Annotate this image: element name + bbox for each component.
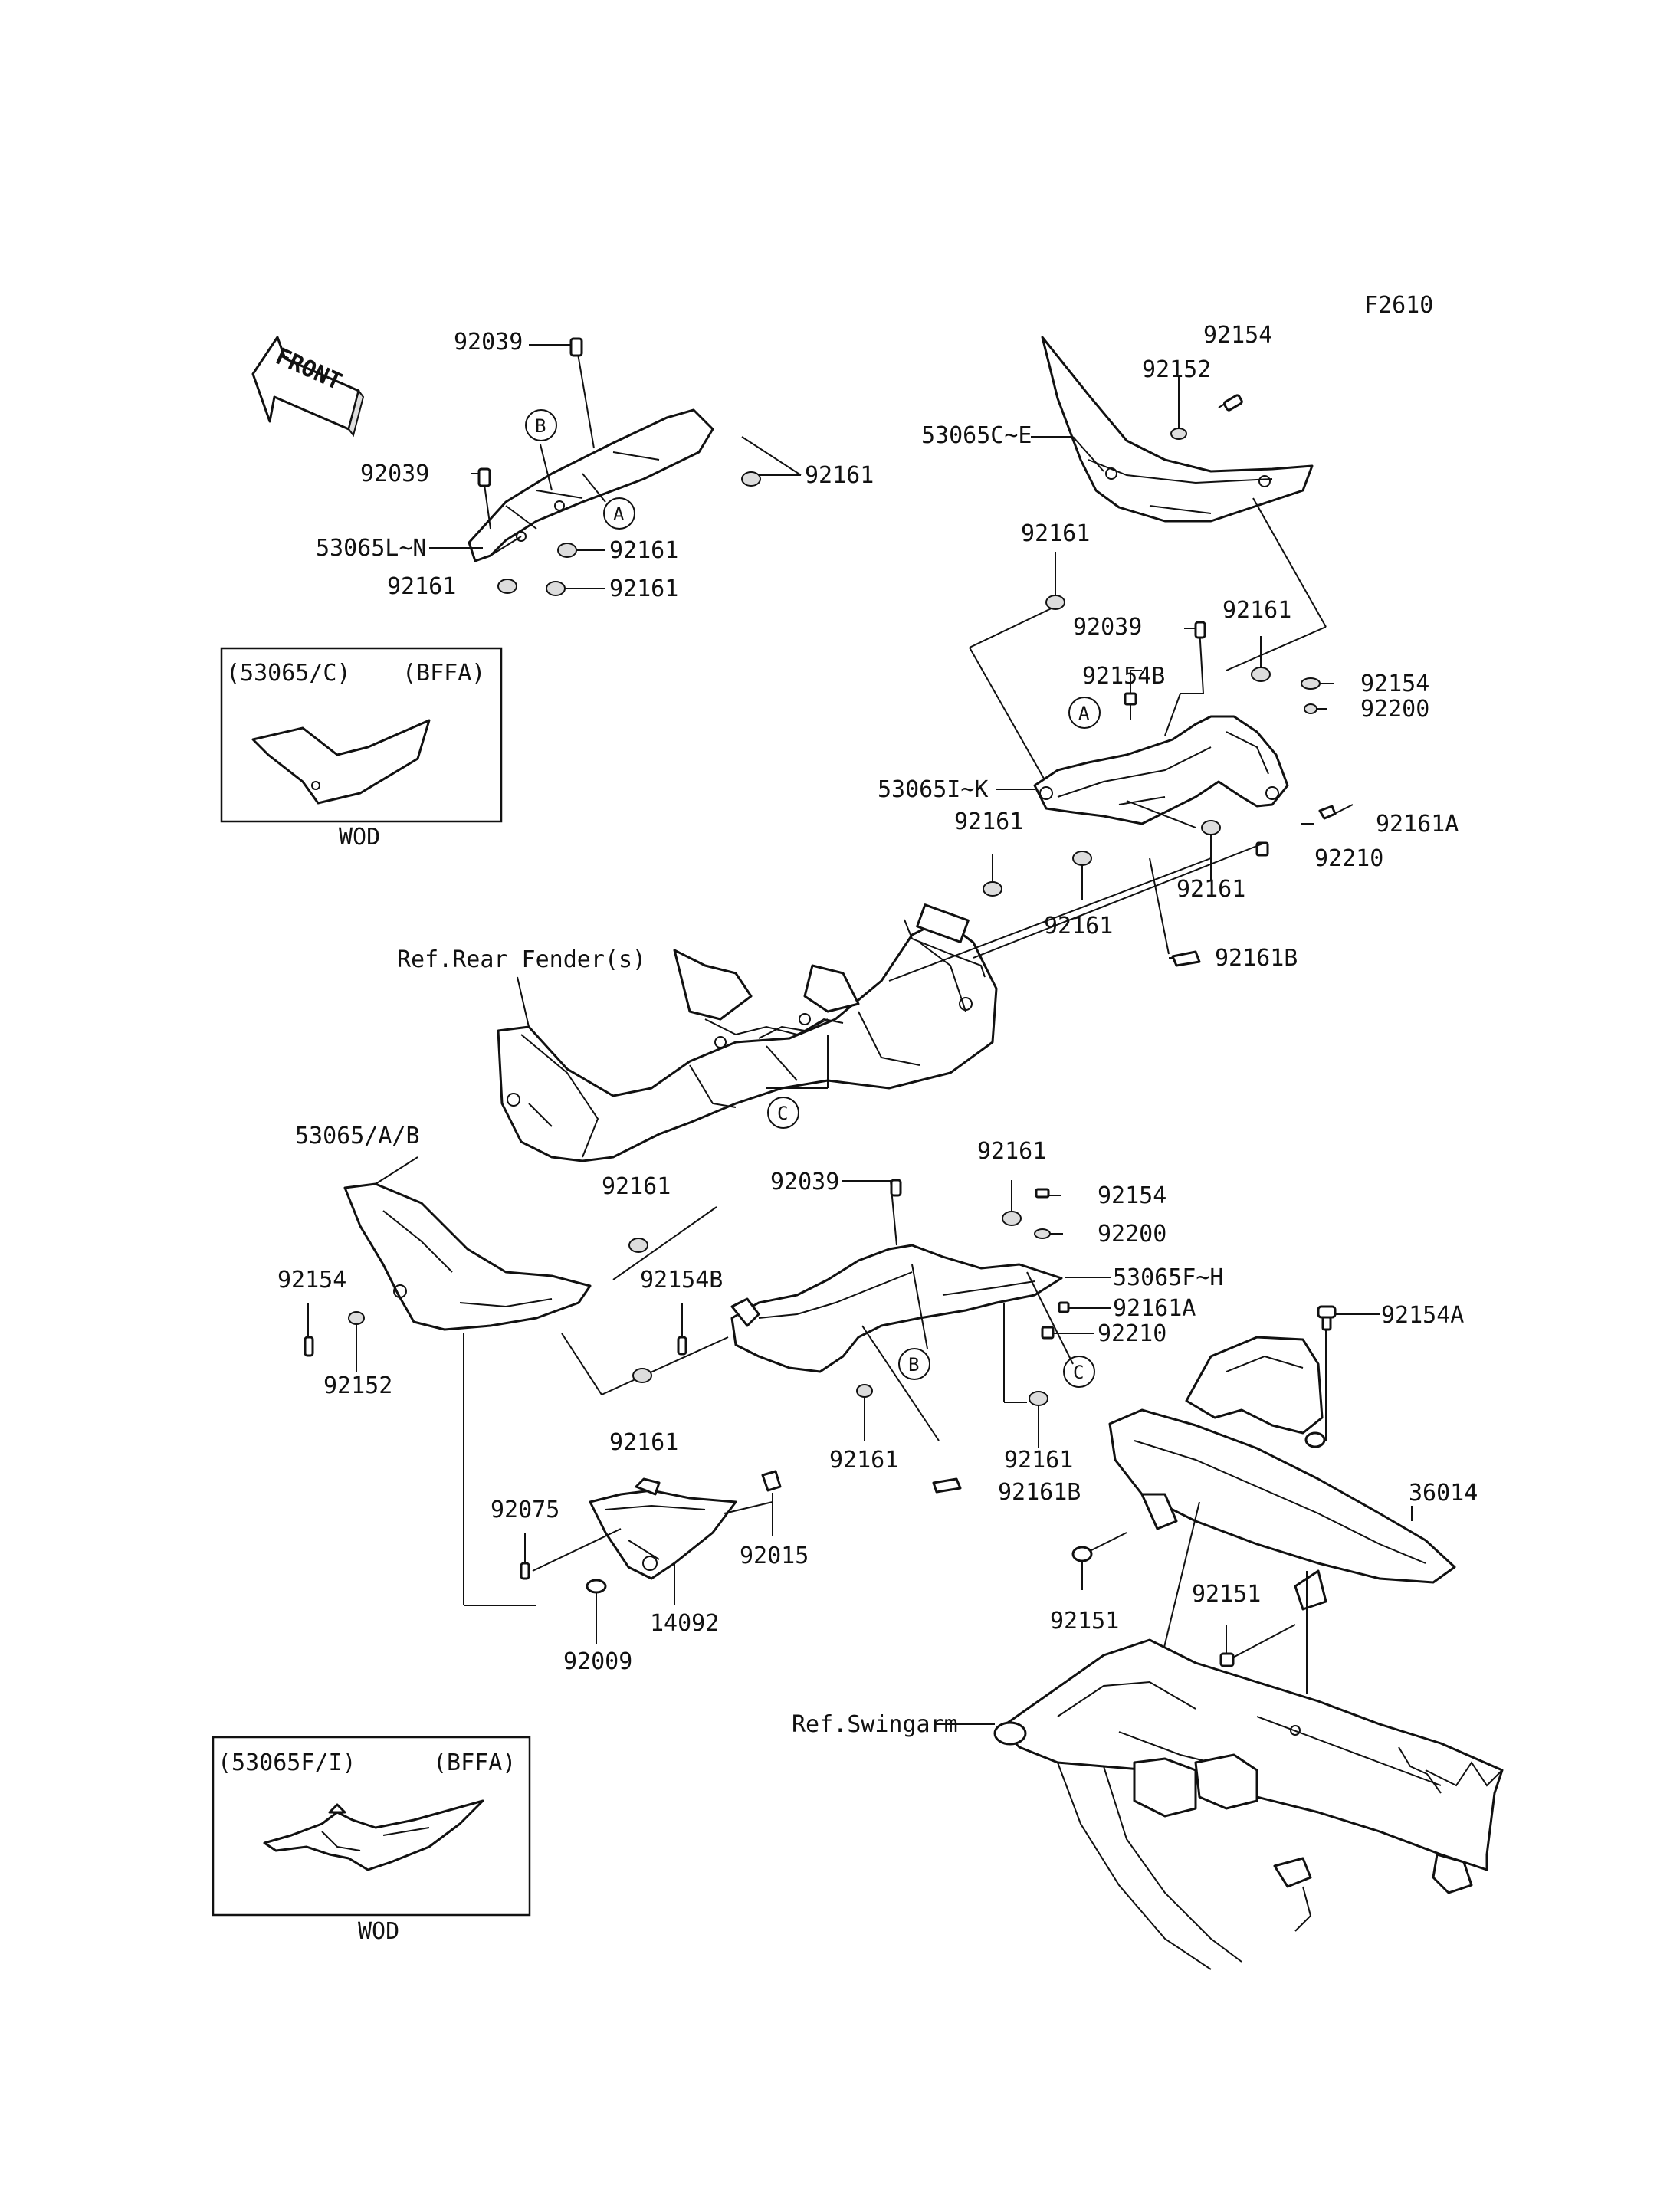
label-92161-low-right: 92161 xyxy=(609,575,678,602)
callout-c-lower-letter: C xyxy=(1073,1362,1084,1383)
label-92161-upper: 92161 xyxy=(1021,520,1090,547)
cover-14092 xyxy=(589,1470,782,1580)
leaders-lower-left xyxy=(307,1156,729,1606)
cover-53065c-e xyxy=(1041,336,1314,523)
label-92210-lower: 92210 xyxy=(1098,1320,1166,1347)
label-53065i-k: 53065I~K xyxy=(878,776,989,803)
callout-b-lower-letter: B xyxy=(908,1354,919,1376)
cover-53065i-k xyxy=(1033,715,1289,825)
label-92161-low-left: 92161 xyxy=(387,573,456,600)
cover-53065l-n xyxy=(468,408,714,562)
label-92154-lower: 92154 xyxy=(1098,1182,1166,1209)
label-92039-right: 92039 xyxy=(1073,614,1142,641)
label-92154-left: 92154 xyxy=(277,1267,346,1294)
fasteners-lower-mid xyxy=(677,1179,1070,1494)
leaders-fender xyxy=(517,842,1265,1089)
label-53065c-e: 53065C~E xyxy=(921,422,1032,449)
inset-top-code: (53065/C) xyxy=(226,660,351,687)
label-92161a-right: 92161A xyxy=(1376,811,1459,838)
label-92015: 92015 xyxy=(740,1543,809,1569)
callout-b-lower xyxy=(898,1348,930,1380)
callout-c-fender xyxy=(767,1097,799,1129)
label-36014: 36014 xyxy=(1409,1480,1478,1507)
callout-a-top-letter: A xyxy=(613,503,625,525)
fasteners-middle xyxy=(983,677,1337,967)
label-92154b-lower: 92154B xyxy=(640,1267,723,1294)
label-92161-lower-top: 92161 xyxy=(977,1138,1046,1165)
inset-top-caption: WOD xyxy=(339,824,380,851)
callout-c-lower xyxy=(1063,1356,1095,1388)
label-92161-topright: 92161 xyxy=(805,462,874,489)
fasteners-top-right xyxy=(1045,394,1271,706)
label-92039-lower: 92039 xyxy=(770,1169,839,1195)
callout-a-mid xyxy=(1068,697,1101,729)
fasteners-lower-left xyxy=(304,1238,652,1383)
label-92151-left: 92151 xyxy=(1050,1608,1119,1635)
front-arrow-icon: FRONT xyxy=(251,336,365,438)
label-92161-right: 92161 xyxy=(1222,597,1291,624)
label-ref-rear-fender: Ref.Rear Fender(s) xyxy=(397,946,646,973)
label-ref-swingarm: Ref.Swingarm xyxy=(792,1711,958,1738)
fasteners-36014 xyxy=(1071,1305,1337,1667)
label-92161-midright: 92161 xyxy=(1176,876,1245,903)
callout-b-top-letter: B xyxy=(535,415,546,437)
label-92152-top: 92152 xyxy=(1142,356,1211,383)
label-92009: 92009 xyxy=(563,1648,632,1675)
callout-c-fender-letter: C xyxy=(777,1103,788,1124)
label-92152-left: 92152 xyxy=(323,1372,392,1399)
callout-a-mid-letter: A xyxy=(1078,703,1090,724)
inset-bottom-code: (53065F/I) xyxy=(218,1749,356,1776)
fasteners-top-left xyxy=(477,337,761,596)
label-92161-midleft: 92161 xyxy=(954,808,1023,835)
label-92039-left: 92039 xyxy=(360,461,429,487)
label-92161-mid: 92161 xyxy=(609,537,678,564)
label-53065f-h: 53065F~H xyxy=(1113,1264,1224,1291)
label-92161-lower-upper: 92161 xyxy=(602,1173,671,1200)
label-92161b-top: 92161B xyxy=(1215,945,1298,972)
label-92161-bottom-right: 92161 xyxy=(1004,1447,1073,1474)
label-92154-top: 92154 xyxy=(1203,322,1272,349)
swingarm xyxy=(993,1638,1504,1970)
label-92161-bottom-left: 92161 xyxy=(829,1447,898,1474)
callout-a-top xyxy=(603,497,635,530)
label-92210-right: 92210 xyxy=(1314,845,1383,872)
label-92075: 92075 xyxy=(491,1497,559,1523)
label-92154b-top: 92154B xyxy=(1082,663,1165,690)
label-92154a: 92154A xyxy=(1381,1302,1464,1329)
label-92161a-lower: 92161A xyxy=(1113,1295,1196,1322)
chain-guard-36014 xyxy=(1108,1336,1456,1611)
inset-bottom: (53065F/I) (BFFA) WOD xyxy=(212,1736,531,1945)
inset-top-color: (BFFA) xyxy=(402,660,485,687)
cover-53065-a-b xyxy=(343,1182,592,1331)
fasteners-14092 xyxy=(520,1562,607,1594)
cover-53065f-h xyxy=(730,1244,1063,1373)
label-92154-right: 92154 xyxy=(1360,671,1429,697)
label-92161b-bottom: 92161B xyxy=(998,1479,1081,1506)
label-92200-right: 92200 xyxy=(1360,696,1429,723)
label-53065l-n: 53065L~N xyxy=(316,535,427,562)
inset-bottom-caption: WOD xyxy=(358,1918,399,1945)
label-92151-right: 92151 xyxy=(1192,1581,1261,1608)
inset-bottom-color: (BFFA) xyxy=(433,1749,516,1776)
inset-top: (53065/C) (BFFA) WOD xyxy=(220,647,503,851)
figure-code: F2610 xyxy=(1364,292,1433,319)
label-53065-a-b: 53065/A/B xyxy=(295,1123,420,1149)
label-14092: 14092 xyxy=(650,1610,719,1637)
rear-fender-assembly xyxy=(497,903,998,1162)
callout-b-top xyxy=(525,409,557,441)
label-92161-lower-lower: 92161 xyxy=(609,1429,678,1456)
label-92039-top: 92039 xyxy=(454,329,523,356)
label-92200-lower: 92200 xyxy=(1098,1221,1166,1248)
